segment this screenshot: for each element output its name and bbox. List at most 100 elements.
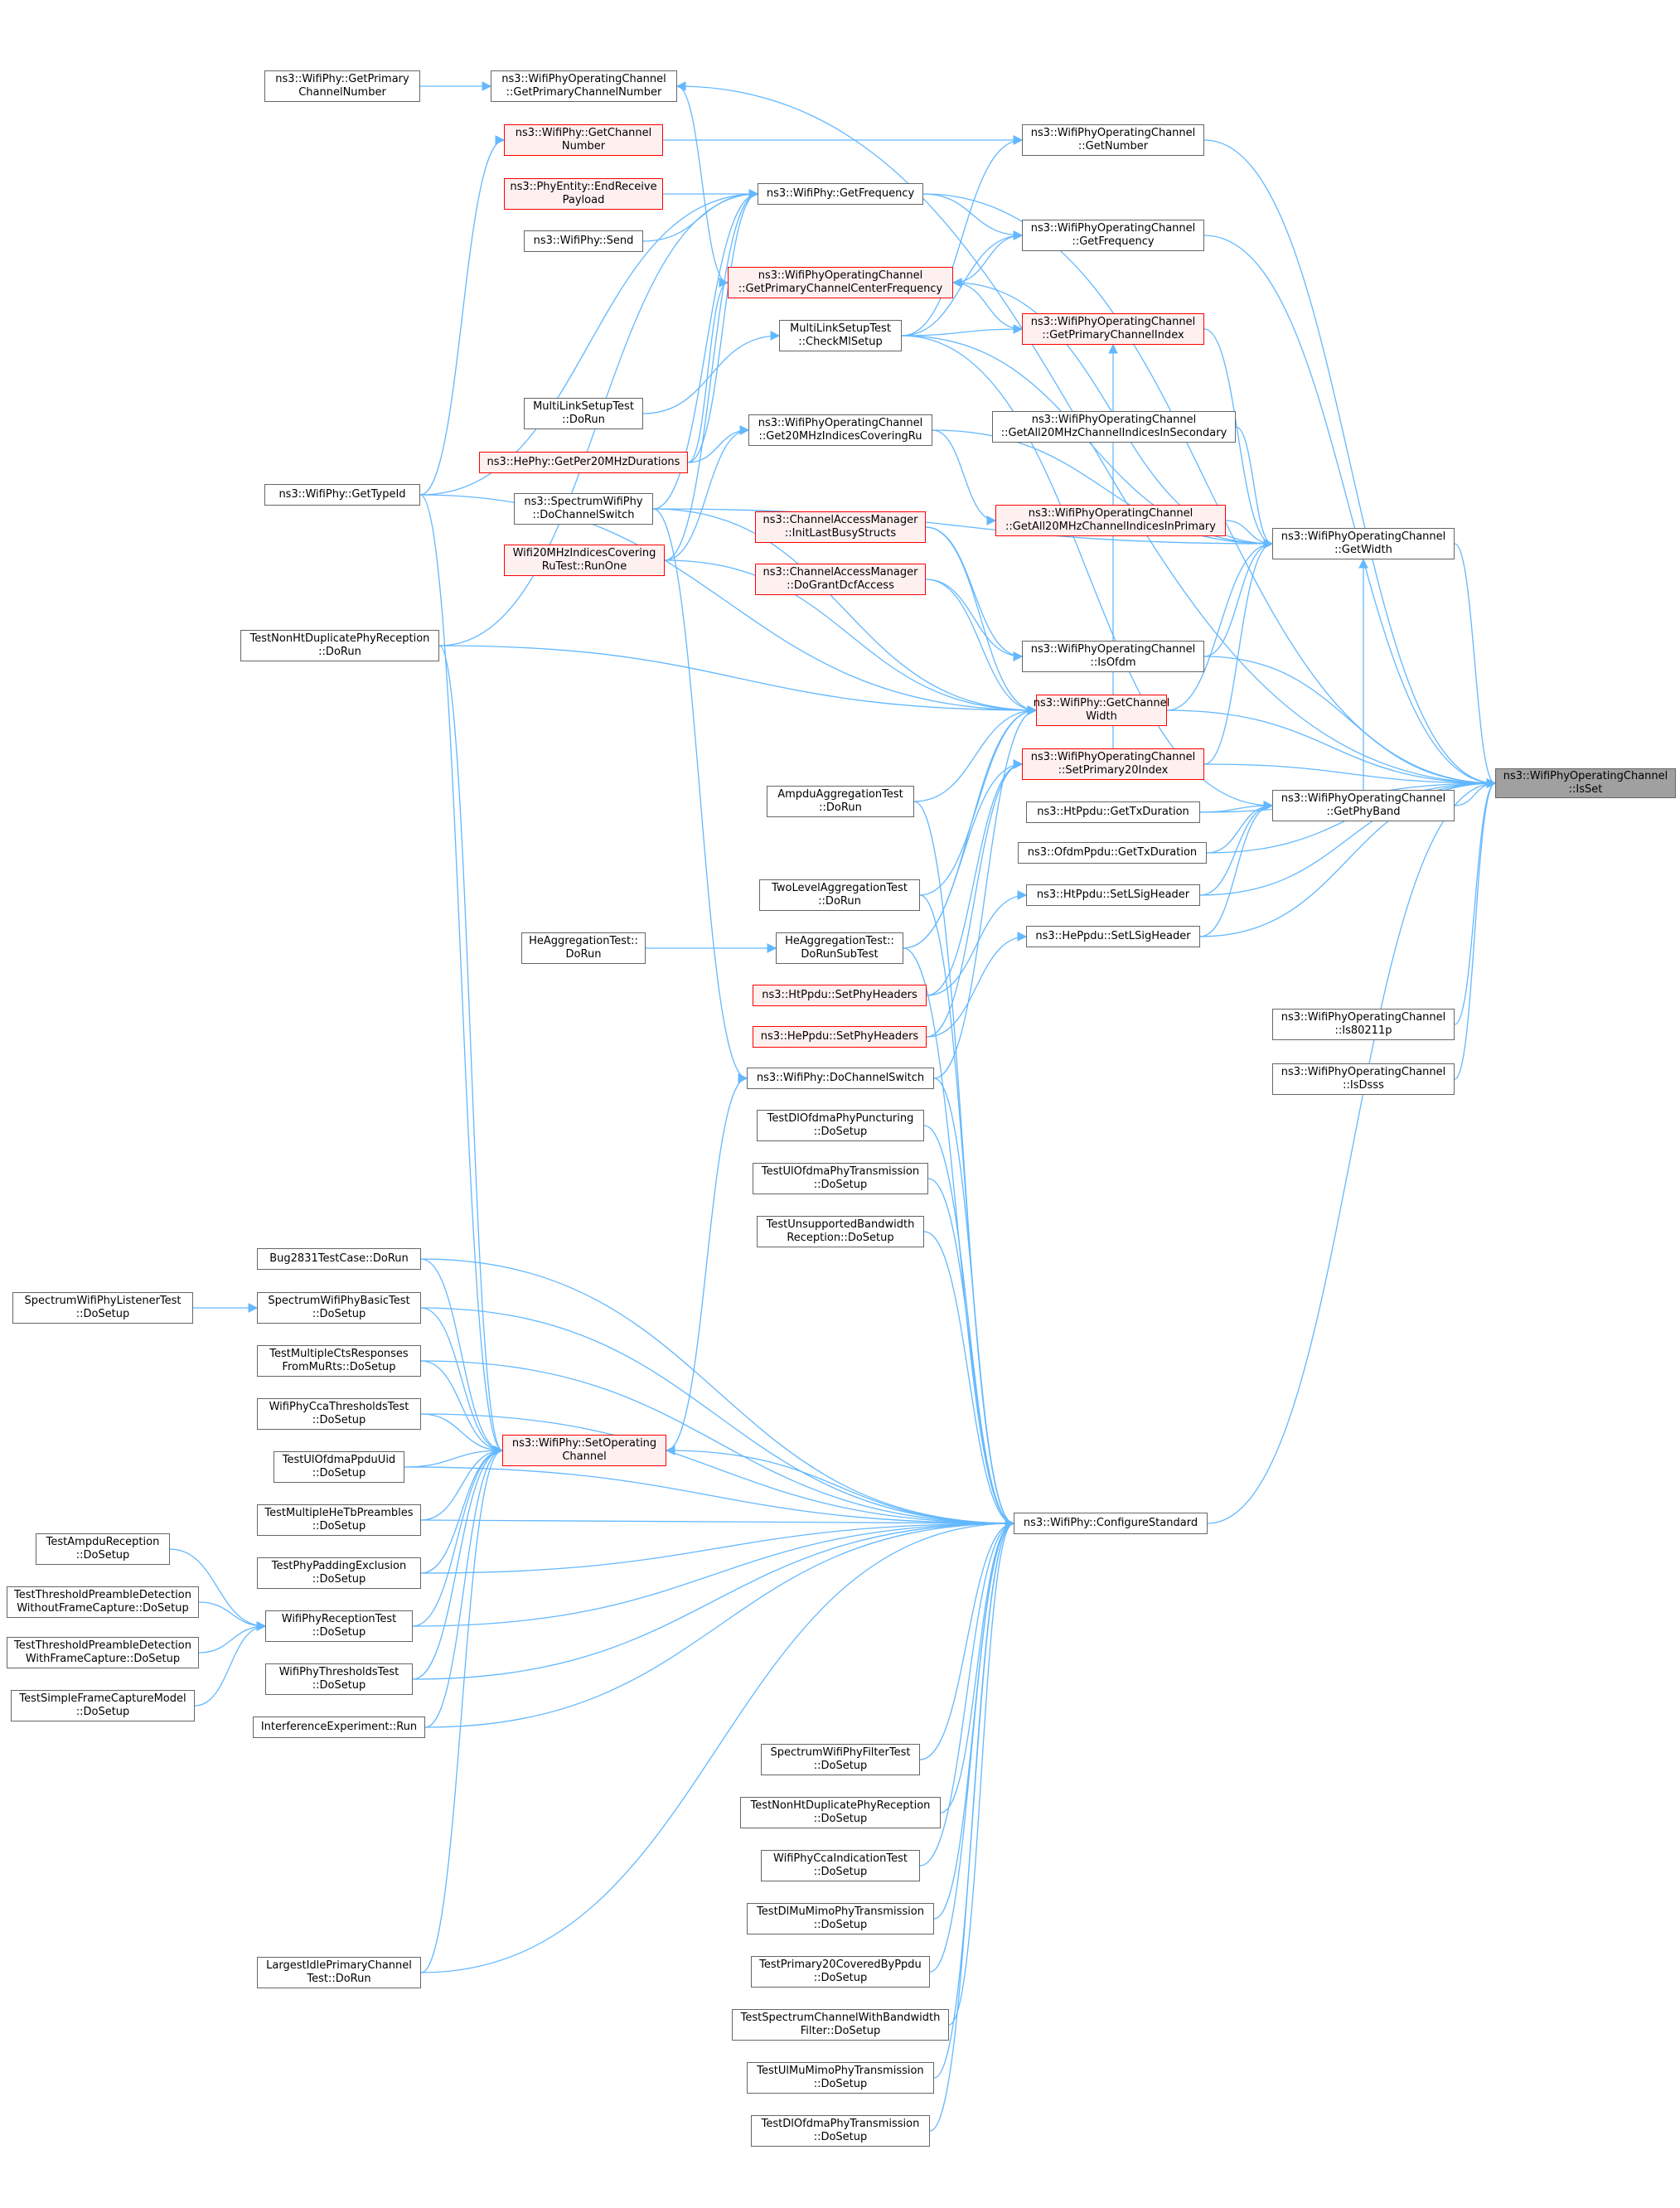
node-bug2831testcase-dorun[interactable]: Bug2831TestCase::DoRun xyxy=(257,1248,421,1270)
node-opchannel-setprimary20index[interactable]: ns3::WifiPhyOperatingChannel ::SetPrimar… xyxy=(1022,748,1204,780)
node-htppdu-gettxduration[interactable]: ns3::HtPpdu::GetTxDuration xyxy=(1026,801,1200,823)
node-testmultiplectsresponsesfrommurts-dosetup[interactable]: TestMultipleCtsResponses FromMuRts::DoSe… xyxy=(257,1345,421,1377)
node-wifiphy-setoperatingchannel[interactable]: ns3::WifiPhy::SetOperating Channel xyxy=(502,1435,666,1466)
edge-n15-n6 xyxy=(687,189,759,463)
node-opchannel-getnumber[interactable]: ns3::WifiPhyOperatingChannel ::GetNumber xyxy=(1022,124,1204,156)
edge-n47-n49 xyxy=(420,1360,504,1455)
node-testdlofdmaphypuncturing-dosetup[interactable]: TestDlOfdmaPhyPuncturing ::DoSetup xyxy=(757,1110,924,1141)
edge-n52-n0 xyxy=(1207,778,1497,1524)
node-testnonhtduplicatephyreception-dorun[interactable]: TestNonHtDuplicatePhyReception ::DoRun xyxy=(240,630,439,661)
node-testnonhtduplicatephyreception-dosetup[interactable]: TestNonHtDuplicatePhyReception ::DoSetup xyxy=(740,1797,941,1828)
node-twolevelaggregationtest-dorun[interactable]: TwoLevelAggregationTest ::DoRun xyxy=(759,879,920,911)
node-htppdu-setphyheaders[interactable]: ns3::HtPpdu::SetPhyHeaders xyxy=(753,985,927,1006)
node-wifiphy-dochannelswitch[interactable]: ns3::WifiPhy::DoChannelSwitch xyxy=(747,1068,934,1089)
edge-n27-n52 xyxy=(913,801,1015,1528)
node-testprimary20coveredbyppdu-dosetup[interactable]: TestPrimary20CoveredByPpdu ::DoSetup xyxy=(751,1956,930,1988)
node-wifiphythresholdstest-dosetup[interactable]: WifiPhyThresholdsTest ::DoSetup xyxy=(265,1663,413,1695)
node-interferenceexperiment-run[interactable]: InterferenceExperiment::Run xyxy=(253,1717,425,1738)
edge-n50-n52 xyxy=(404,1466,1015,1528)
edge-n16-n3 xyxy=(419,135,506,496)
node-opchannel-getprimarychannelnumber[interactable]: ns3::WifiPhyOperatingChannel ::GetPrimar… xyxy=(491,70,677,102)
node-wifiphy-getchannelnumber[interactable]: ns3::WifiPhy::GetChannel Number xyxy=(504,124,663,156)
node-spectrumwifiphylistenertest-dosetup[interactable]: SpectrumWifiPhyListenerTest ::DoSetup xyxy=(12,1292,193,1324)
node-testmultiplehetbpreambles-dosetup[interactable]: TestMultipleHeTbPreambles ::DoSetup xyxy=(257,1504,421,1536)
node-heppdu-setphyheaders[interactable]: ns3::HePpdu::SetPhyHeaders xyxy=(753,1026,927,1048)
edge-n27-n25 xyxy=(913,705,1038,802)
node-testspectrumchannelwithbandwidthfilter-dosetup[interactable]: TestSpectrumChannelWithBandwidth Filter:… xyxy=(732,2009,949,2041)
node-hephy-getper20mhzdurations[interactable]: ns3::HePhy::GetPer20MHzDurations xyxy=(479,452,688,473)
node-multilinksetuptest-dorun[interactable]: MultiLinkSetupTest ::DoRun xyxy=(524,398,643,429)
node-largestidleprimarychanneltest-dorun[interactable]: LargestIdlePrimaryChannel Test::DoRun xyxy=(257,1957,421,1988)
edge-n53-n56 xyxy=(169,1548,267,1631)
node-htppdu-setlsigheader[interactable]: ns3::HtPpdu::SetLSigHeader xyxy=(1026,884,1200,906)
node-channelaccessmanager-initlastbusystructs[interactable]: ns3::ChannelAccessManager ::InitLastBusy… xyxy=(755,511,926,543)
node-wifiphy-getprimarychannelnumber[interactable]: ns3::WifiPhy::GetPrimary ChannelNumber xyxy=(264,70,420,102)
node-wifi20mhzindicescoveringrutest-runone[interactable]: Wifi20MHzIndicesCovering RuTest::RunOne xyxy=(504,545,665,576)
node-testulofdmaphytransmission-dosetup[interactable]: TestUlOfdmaPhyTransmission ::DoSetup xyxy=(753,1163,928,1194)
node-wifiphyccaindicationtest-dosetup[interactable]: WifiPhyCcaIndicationTest ::DoSetup xyxy=(761,1850,920,1881)
edge-n65-n49 xyxy=(420,1445,504,1973)
node-testdlmumimophytransmission-dosetup[interactable]: TestDlMuMimoPhyTransmission ::DoSetup xyxy=(747,1903,934,1934)
node-testsimpleframecapturemodel-dosetup[interactable]: TestSimpleFrameCaptureModel ::DoSetup xyxy=(11,1690,195,1721)
node-wifiphyccathresholdstest-dosetup[interactable]: WifiPhyCcaThresholdsTest ::DoSetup xyxy=(257,1398,421,1430)
node-spectrumwifiphy-dochannelswitch[interactable]: ns3::SpectrumWifiPhy ::DoChannelSwitch xyxy=(514,493,653,525)
node-wifiphy-configurestandard[interactable]: ns3::WifiPhy::ConfigureStandard xyxy=(1014,1513,1208,1534)
node-spectrumwifiphyfiltertest-dosetup[interactable]: SpectrumWifiPhyFilterTest ::DoSetup xyxy=(761,1744,920,1775)
edge-n26-n0 xyxy=(1203,763,1497,788)
node-opchannel-getwidth[interactable]: ns3::WifiPhyOperatingChannel ::GetWidth xyxy=(1272,528,1455,559)
node-testthresholdpreambledetectionwithframecapture-dosetup[interactable]: TestThresholdPreambleDetection WithFrame… xyxy=(7,1637,199,1668)
node-opchannel-isdsss[interactable]: ns3::WifiPhyOperatingChannel ::IsDsss xyxy=(1272,1063,1455,1095)
edge-n38-n26 xyxy=(926,759,1024,1038)
node-heppdu-setlsigheader[interactable]: ns3::HePpdu::SetLSigHeader xyxy=(1026,926,1200,947)
node-ampduaggregationtest-dorun[interactable]: AmpduAggregationTest ::DoRun xyxy=(767,786,914,817)
node-opchannel-getprimarychannelcenterfrequency[interactable]: ns3::WifiPhyOperatingChannel ::GetPrimar… xyxy=(728,267,953,298)
node-testampdureception-dosetup[interactable]: TestAmpduReception ::DoSetup xyxy=(36,1533,170,1565)
node-testphypaddingexclusion-dosetup[interactable]: TestPhyPaddingExclusion ::DoSetup xyxy=(257,1557,421,1589)
edge-n25-n0 xyxy=(1166,709,1497,788)
node-heaggregationtest-dorun[interactable]: HeAggregationTest:: DoRun xyxy=(521,932,646,964)
edge-n17-n6 xyxy=(652,189,759,510)
edge-n10-n4 xyxy=(901,135,1024,337)
edge-n10-n11 xyxy=(901,324,1024,337)
node-channelaccessmanager-dograntdcfaccess[interactable]: ns3::ChannelAccessManager ::DoGrantDcfAc… xyxy=(755,564,926,595)
edge-n11-n20 xyxy=(1203,328,1274,549)
node-opchannel-is80211p[interactable]: ns3::WifiPhyOperatingChannel ::Is80211p xyxy=(1272,1009,1455,1040)
node-wifiphyreceptiontest-dosetup[interactable]: WifiPhyReceptionTest ::DoSetup xyxy=(265,1610,413,1642)
edge-n21-n6 xyxy=(664,189,759,561)
node-wifiphy-getchannelwidth[interactable]: ns3::WifiPhy::GetChannel Width xyxy=(1034,695,1169,726)
edge-n55-n56 xyxy=(198,1601,267,1631)
node-testunsupportedbandwidthreception-dosetup[interactable]: TestUnsupportedBandwidth Reception::DoSe… xyxy=(757,1216,924,1247)
node-isset[interactable]: ns3::WifiPhyOperatingChannel ::IsSet xyxy=(1495,768,1676,798)
node-phyentity-endreceivepayload[interactable]: ns3::PhyEntity::EndReceive Payload xyxy=(504,178,663,210)
node-wifiphy-getfrequency[interactable]: ns3::WifiPhy::GetFrequency xyxy=(758,183,923,205)
edge-n21-n14 xyxy=(664,425,750,561)
node-opchannel-isofdm[interactable]: ns3::WifiPhyOperatingChannel ::IsOfdm xyxy=(1022,641,1204,672)
node-wifiphy-gettypeid[interactable]: ns3::WifiPhy::GetTypeId xyxy=(264,484,420,506)
node-multilinksetuptest-checkmlsetup[interactable]: MultiLinkSetupTest ::CheckMlSetup xyxy=(779,320,902,351)
node-opchannel-getprimarychannelindex[interactable]: ns3::WifiPhyOperatingChannel ::GetPrimar… xyxy=(1022,313,1204,345)
node-testulmumimophytransmission-dosetup[interactable]: TestUlMuMimoPhyTransmission ::DoSetup xyxy=(747,2062,934,2094)
node-spectrumwifiphybasictest-dosetup[interactable]: SpectrumWifiPhyBasicTest ::DoSetup xyxy=(257,1292,421,1324)
edge-n38-n35 xyxy=(926,932,1028,1038)
edge-n61-n52 xyxy=(919,1518,1015,1760)
node-testulofdmappduuid-dosetup[interactable]: TestUlOfdmaPpduUid ::DoSetup xyxy=(274,1451,404,1483)
edge-n58-n52 xyxy=(412,1518,1015,1680)
edge-n19-n24 xyxy=(925,526,1024,661)
node-wifiphy-send[interactable]: ns3::WifiPhy::Send xyxy=(524,230,643,252)
node-opchannel-getfrequency[interactable]: ns3::WifiPhyOperatingChannel ::GetFreque… xyxy=(1022,220,1204,251)
edge-n46-n49 xyxy=(420,1307,504,1455)
edge-n32-n29 xyxy=(1199,801,1274,896)
node-opchannel-getall20mhzchannelindicesinsecondary[interactable]: ns3::WifiPhyOperatingChannel ::GetAll20M… xyxy=(992,411,1236,443)
edge-n15-n9 xyxy=(687,278,729,463)
node-testdlofdmaphytransmission-dosetup[interactable]: TestDlOfdmaPhyTransmission ::DoSetup xyxy=(751,2115,930,2147)
node-heaggregationtest-dorunsubtest[interactable]: HeAggregationTest:: DoRunSubTest xyxy=(776,932,903,964)
node-opchannel-get20mhzindicescoveringru[interactable]: ns3::WifiPhyOperatingChannel ::Get20MHzI… xyxy=(748,414,932,446)
node-ofdmppdu-gettxduration[interactable]: ns3::OfdmPpdu::GetTxDuration xyxy=(1018,842,1207,864)
edge-n16-n25 xyxy=(419,494,1038,715)
edge-n54-n52 xyxy=(420,1518,1015,1574)
node-opchannel-getphyband[interactable]: ns3::WifiPhyOperatingChannel ::GetPhyBan… xyxy=(1272,790,1455,821)
node-testthresholdpreambledetectionwithoutframecapture-dosetup[interactable]: TestThresholdPreambleDetection WithoutFr… xyxy=(7,1586,199,1618)
edge-n10-n29 xyxy=(901,335,1274,811)
edge-n31-n52 xyxy=(919,894,1015,1528)
node-opchannel-getall20mhzchannelindicesinprimary[interactable]: ns3::WifiPhyOperatingChannel ::GetAll20M… xyxy=(995,505,1226,536)
